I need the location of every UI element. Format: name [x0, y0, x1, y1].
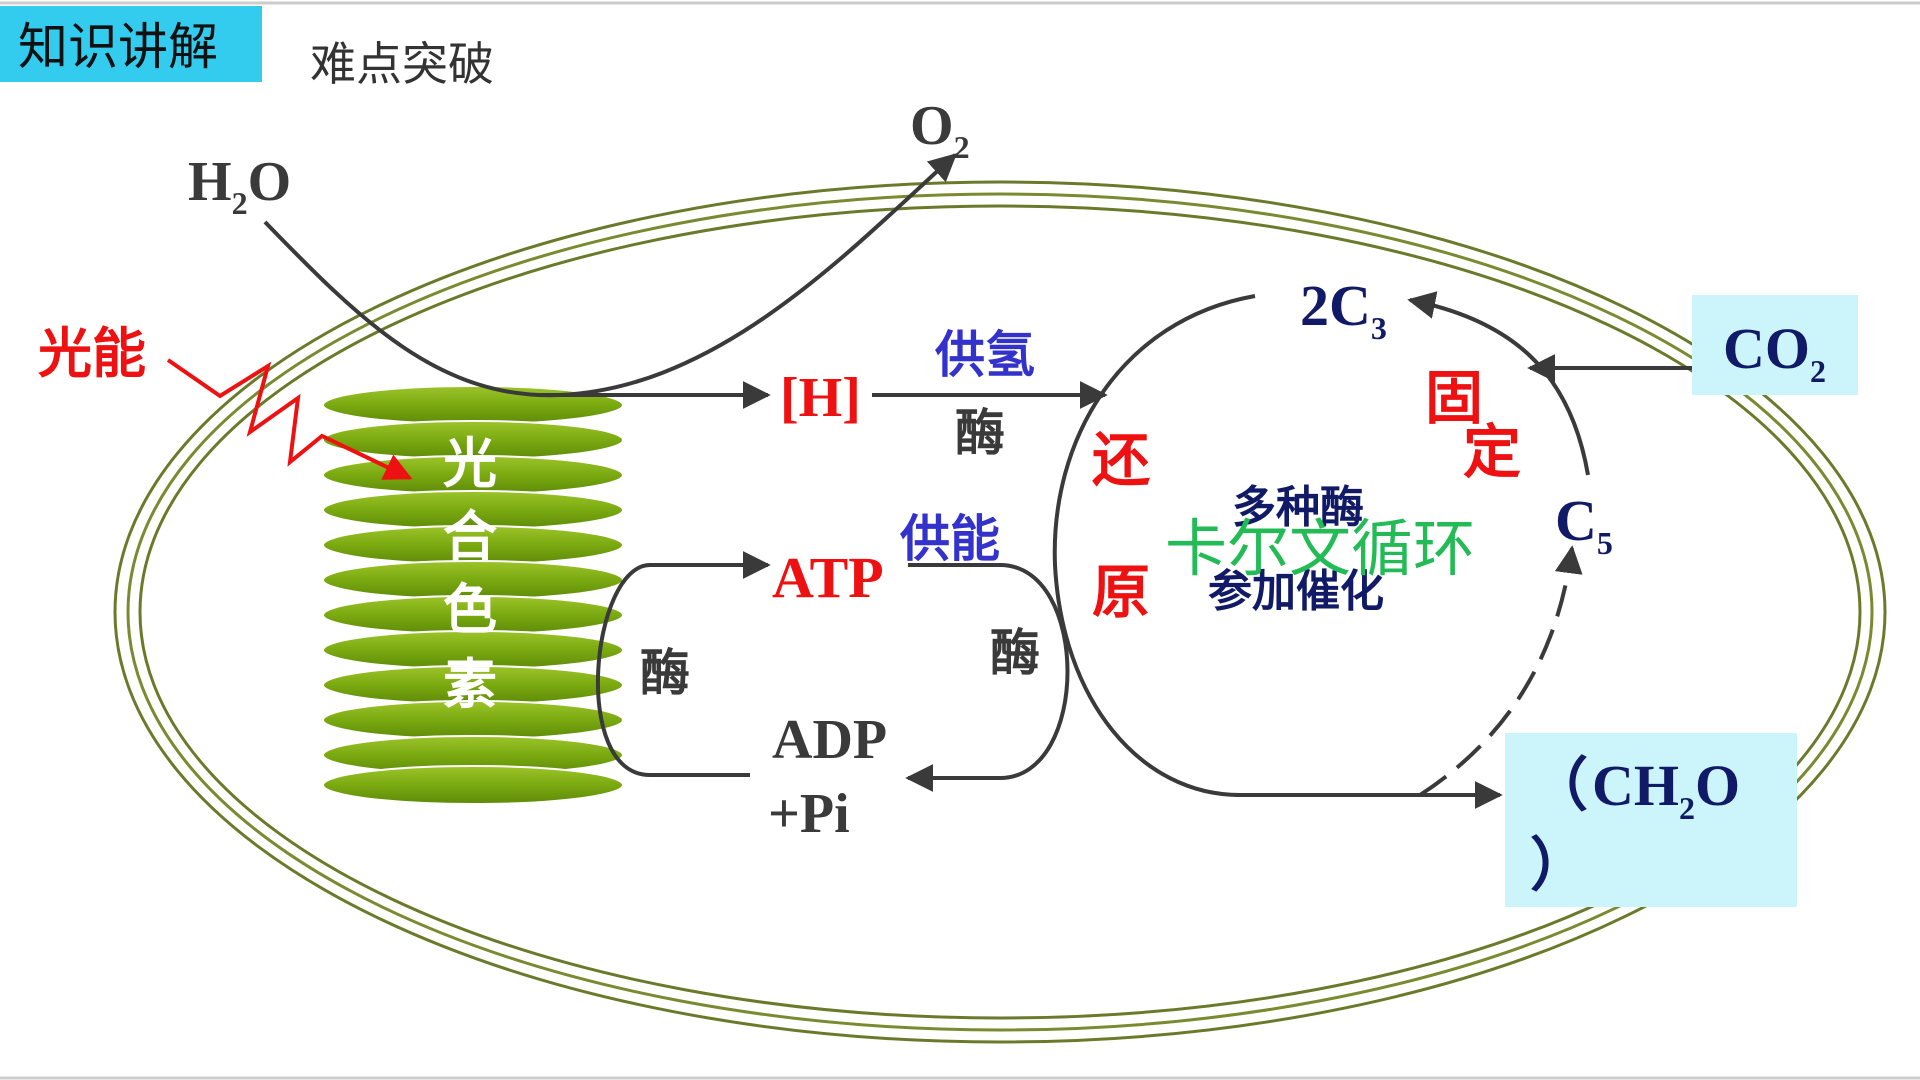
c3-label: 2C3: [1300, 273, 1387, 346]
pigment-char-3: 色: [443, 578, 497, 641]
light-energy-label: 光能: [38, 322, 146, 385]
sugar-close-paren: ）: [1530, 833, 1588, 898]
adp-label: ADP: [772, 709, 887, 771]
reduction-char-2: 原: [1092, 558, 1150, 626]
enzyme-label-top: 酶: [955, 404, 1005, 462]
pigment-label: 光 合 色 素: [443, 432, 497, 716]
chloroplast-membrane: [113, 180, 1887, 1044]
reduction-arc: [1052, 294, 1420, 797]
pigment-char-4: 素: [443, 653, 497, 716]
subtitle: 难点突破: [310, 37, 494, 91]
co2-label: CO2: [1723, 316, 1826, 389]
fixation-char-2: 定: [1463, 418, 1521, 486]
pi-label: +Pi: [768, 783, 850, 845]
regeneration-arc: [1418, 545, 1583, 797]
atp-to-adp-arrow: [905, 563, 1070, 792]
section-tag-bg: [0, 6, 262, 82]
pigment-char-2: 合: [443, 505, 497, 568]
atp-label: ATP: [772, 545, 884, 610]
calvin-cycle-label: 卡尔文循环: [1165, 512, 1475, 585]
supply-energy-label: 供能: [900, 510, 1000, 568]
light-energy-arrow: [166, 358, 413, 480]
fixation-label: 固 定: [1425, 364, 1521, 486]
sugar-label: （CH2O: [1530, 753, 1740, 826]
enzyme-label-right: 酶: [990, 624, 1040, 682]
sugar-box: [1505, 733, 1797, 907]
fixation-char-1: 固: [1425, 364, 1483, 432]
catalysis-label: 参加催化: [1208, 566, 1384, 617]
water-label: H2O: [188, 151, 291, 221]
reduction-char-1: 还: [1092, 426, 1150, 494]
section-tag: 知识讲解: [18, 18, 218, 76]
water-to-oxygen-arrow: [263, 153, 958, 398]
c5-label: C5: [1555, 488, 1613, 561]
reduction-label: 还 原: [1092, 426, 1150, 626]
co2-box: [1692, 295, 1858, 395]
enzyme-label-left: 酶: [640, 644, 690, 702]
hydrogen-label: [H]: [780, 367, 861, 429]
supply-hydrogen-label: 供氢: [935, 326, 1035, 384]
oxygen-label: O2: [910, 95, 970, 165]
thylakoid-stack: [322, 385, 624, 805]
adp-to-atp-arrow: [595, 551, 771, 777]
multi-enzyme-label: 多种酶: [1232, 482, 1364, 533]
pigment-char-1: 光: [443, 432, 497, 495]
